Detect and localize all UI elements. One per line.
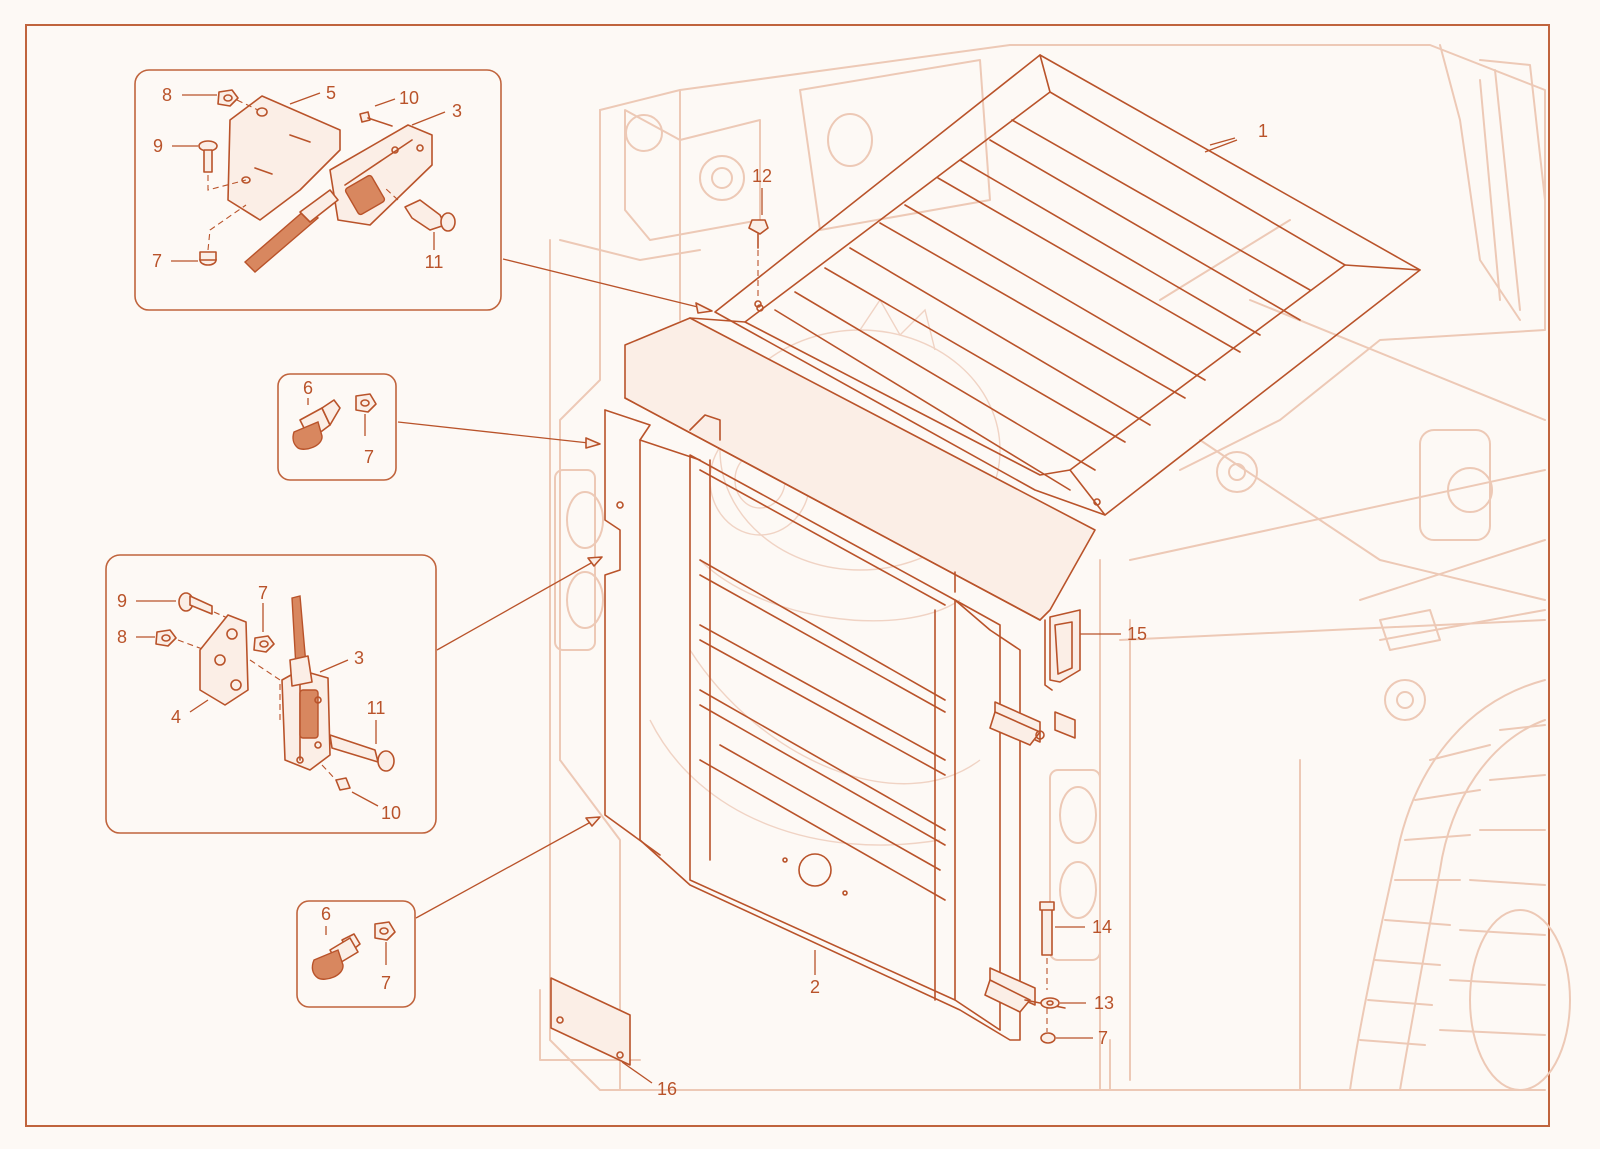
callout-c10a: 10 xyxy=(398,88,420,108)
diagram-border xyxy=(25,24,1550,1127)
callout-c4: 4 xyxy=(170,707,182,727)
part-15-handle xyxy=(1044,609,1121,691)
inset-upper-latch-kit xyxy=(134,69,502,311)
callout-c10b: 10 xyxy=(380,803,402,823)
callout-c15: 15 xyxy=(1126,624,1148,644)
callout-c8a: 8 xyxy=(161,85,173,105)
part-13-washer xyxy=(1040,997,1086,1009)
callout-c9a: 9 xyxy=(152,136,164,156)
callout-c6a: 6 xyxy=(302,378,314,398)
callout-c7c: 7 xyxy=(257,583,269,603)
callout-c12: 12 xyxy=(751,166,773,186)
inset-lower-bumper xyxy=(296,900,416,1008)
callout-c7a: 7 xyxy=(151,251,163,271)
callout-c9b: 9 xyxy=(116,591,128,611)
leader-part-1 xyxy=(1204,139,1238,153)
callout-c7d: 7 xyxy=(380,973,392,993)
part-7-nut-hinge xyxy=(1040,1008,1093,1044)
callout-c6b: 6 xyxy=(320,904,332,924)
callout-c11b: 11 xyxy=(366,698,386,718)
inset-upper-bumper xyxy=(277,373,397,481)
upper-hinge xyxy=(989,701,1076,746)
callout-c3b: 3 xyxy=(353,648,365,668)
part-2-rear-door xyxy=(604,317,1096,1041)
callout-c1: 1 xyxy=(1257,121,1269,141)
callout-c11a: 11 xyxy=(424,252,444,272)
part-14-pin xyxy=(1039,901,1085,990)
inset-lower-latch-kit xyxy=(105,554,437,834)
callout-c7b: 7 xyxy=(363,447,375,467)
callout-c5: 5 xyxy=(325,83,337,103)
callout-c2: 2 xyxy=(809,977,821,997)
callout-c14: 14 xyxy=(1091,917,1113,937)
part-12-bolt xyxy=(748,219,769,308)
callout-c16: 16 xyxy=(656,1079,678,1099)
callout-c8b: 8 xyxy=(116,627,128,647)
part-16-license-plate xyxy=(550,977,653,1084)
callout-c13: 13 xyxy=(1093,993,1115,1013)
leader-arrows xyxy=(397,137,1236,975)
machine-ghost xyxy=(539,44,1571,1091)
callout-c7e: 7 xyxy=(1097,1028,1109,1048)
callout-c3a: 3 xyxy=(451,101,463,121)
part-1-top-grille xyxy=(714,54,1421,516)
